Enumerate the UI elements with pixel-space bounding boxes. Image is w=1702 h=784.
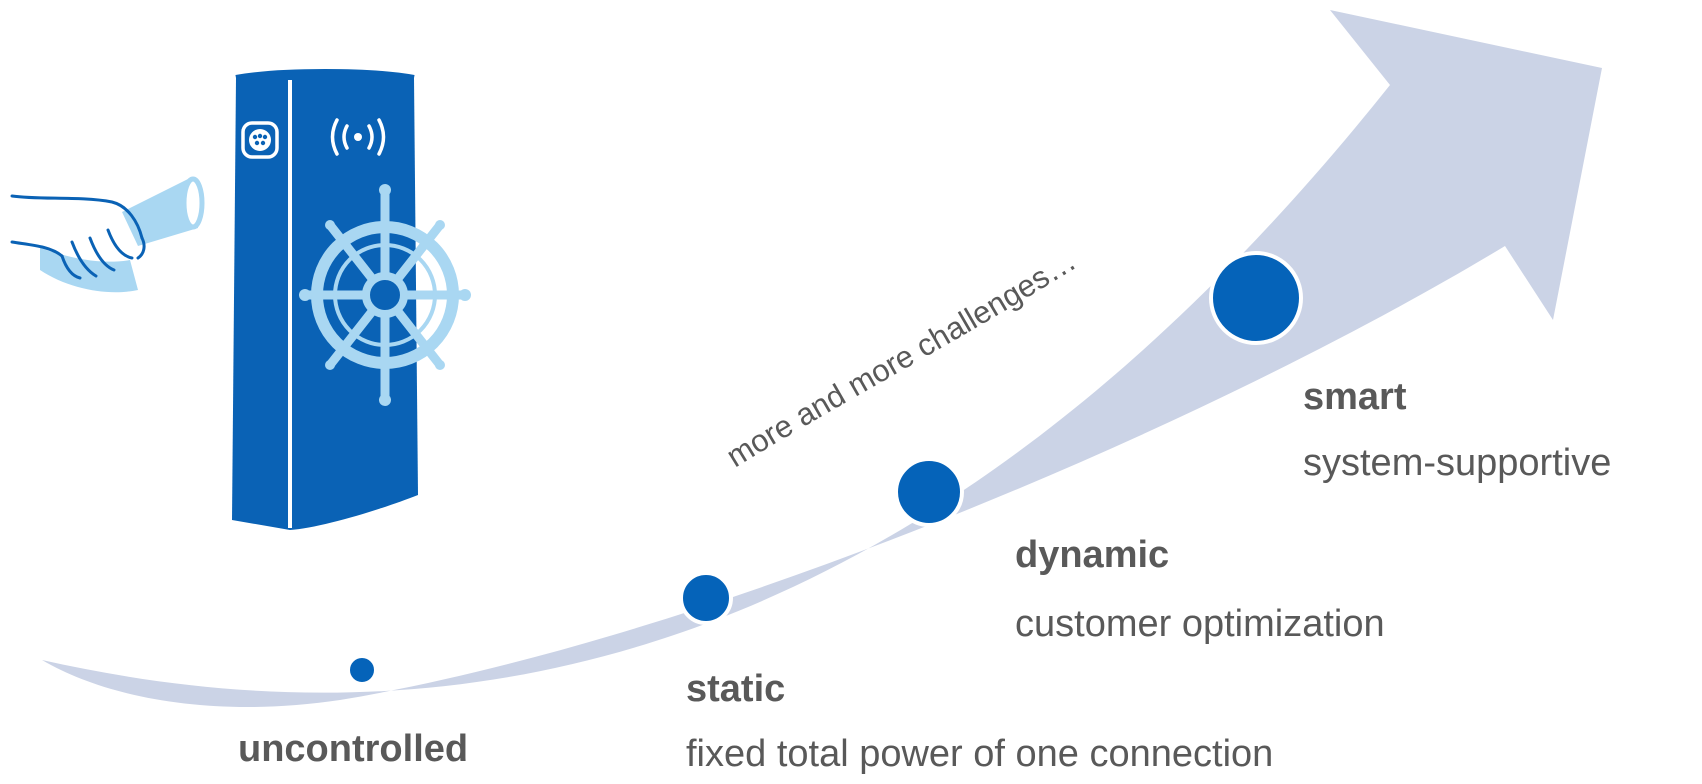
pillar-body — [232, 73, 418, 530]
ship-wheel-icon — [299, 184, 471, 406]
stage-title-static: static — [686, 668, 786, 710]
stage-dot-uncontrolled — [346, 654, 378, 686]
stage-dot-smart — [1209, 251, 1303, 345]
stage-subtitle-dynamic: customer optimization — [1015, 603, 1385, 645]
hand-with-connector-illustration — [10, 176, 205, 293]
stage-title-dynamic: dynamic — [1015, 534, 1170, 576]
stage-dot-dynamic — [894, 457, 964, 527]
stage-title-uncontrolled: uncontrolled — [238, 728, 469, 770]
stage-title-smart: smart — [1303, 376, 1407, 418]
stage-dot-static — [679, 571, 733, 625]
connector-plug-icon — [122, 176, 205, 246]
hand-icon — [10, 194, 146, 293]
plug-socket-icon — [241, 121, 279, 159]
stage-subtitle-static: fixed total power of one connection — [686, 733, 1274, 775]
charging-station-illustration — [232, 69, 471, 530]
wireless-signal-icon — [330, 118, 386, 156]
arrow-caption: more and more challenges… — [720, 242, 1082, 474]
growth-arrow — [42, 10, 1602, 707]
stage-subtitle-smart: system-supportive — [1303, 442, 1612, 484]
